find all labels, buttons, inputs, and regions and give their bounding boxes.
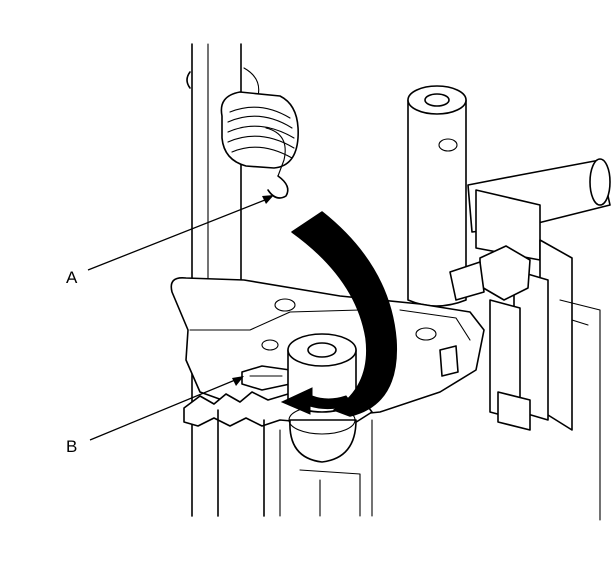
lower-housing	[217, 405, 373, 517]
leader-arrowhead-b	[232, 376, 244, 386]
leader-line-b	[89, 377, 241, 441]
callout-leader-lines	[87, 195, 274, 441]
leader-arrowhead-a	[262, 195, 274, 204]
callout-label-b: B	[66, 437, 77, 456]
rotation-arrow	[280, 211, 398, 417]
right-bracket-assembly	[449, 158, 611, 521]
upright-tube	[407, 85, 467, 307]
leader-line-a	[87, 197, 271, 271]
torsion-spring	[220, 67, 299, 199]
callout-label-a: A	[66, 268, 78, 287]
